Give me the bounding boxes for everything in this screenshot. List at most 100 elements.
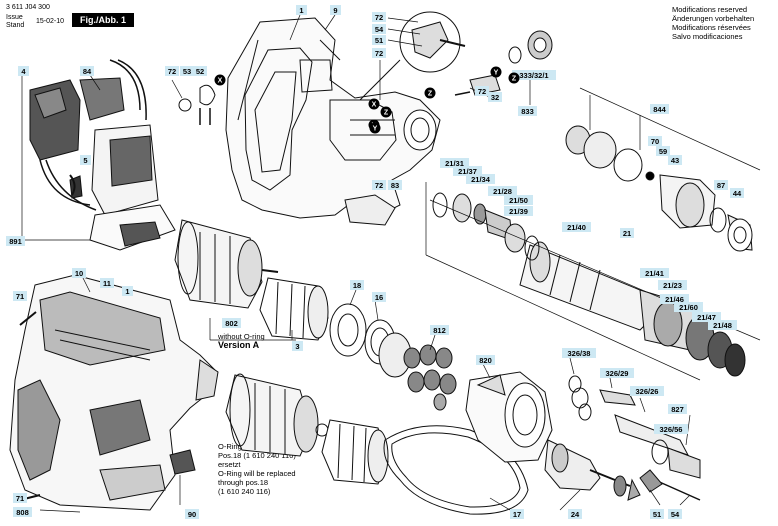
part-callout: 71 [13, 291, 27, 301]
stand-label: Stand [6, 22, 25, 29]
callout-label: 21/39 [509, 207, 528, 216]
callout-box [668, 509, 682, 519]
part-callout: 72 [475, 86, 489, 96]
callout-box [80, 66, 94, 76]
callout-box [13, 493, 27, 503]
part-callout: 1 [122, 286, 133, 296]
connection-marker: Z [508, 72, 520, 84]
callout-label: 84 [83, 67, 92, 76]
part-callout: 59 [656, 146, 670, 156]
tool-holder-parts [565, 125, 753, 252]
callout-box [13, 507, 32, 517]
callout-box [350, 280, 364, 290]
part-callout: 10 [72, 268, 86, 278]
connection-marker: X [368, 98, 380, 110]
callout-label: 44 [733, 189, 742, 198]
callout-box [488, 92, 502, 102]
callout-box [18, 66, 29, 76]
callout-box [650, 509, 664, 519]
callout-label: 54 [671, 510, 680, 519]
callout-label: 802 [225, 319, 238, 328]
issue-label: Issue [6, 14, 23, 21]
connection-marker: Z [424, 87, 436, 99]
callout-label: 72 [375, 181, 383, 190]
part-callout: 17 [510, 509, 524, 519]
part-callout: 844 [650, 104, 669, 114]
callout-box [660, 294, 689, 304]
marker-letter: Z [384, 110, 389, 117]
part-callout: 72 [372, 12, 386, 22]
marker-dot [508, 72, 520, 84]
part-callout: 54 [372, 24, 386, 34]
spindle-part [544, 439, 641, 501]
callout-box [72, 268, 86, 278]
callout-box [654, 424, 688, 434]
callout-label: 53 [183, 67, 191, 76]
callout-label: 72 [375, 49, 383, 58]
part-callout: 90 [185, 509, 199, 519]
callout-box [193, 66, 207, 76]
callout-box [292, 341, 303, 351]
part-callout: 16 [372, 292, 386, 302]
part-callout: 21/46 [660, 294, 689, 304]
gasket-part [383, 425, 529, 515]
callout-label: 333/32/1 [519, 71, 548, 80]
marker-dot [369, 122, 381, 134]
callout-label: 4 [21, 67, 26, 76]
part-callout: 53 [180, 66, 194, 76]
figure-label: Fig./Abb. 1 [72, 13, 134, 27]
part-callout: 54 [668, 509, 682, 519]
part-callout: 802 [222, 318, 241, 328]
part-callout: 326/38 [562, 348, 596, 358]
part-callout: 84 [80, 66, 94, 76]
callout-label: 21 [623, 229, 631, 238]
callout-label: 71 [16, 292, 24, 301]
oring-line: (1 610 240 116) [218, 487, 271, 496]
part-callout: 21/28 [488, 186, 517, 196]
striker-parts [432, 192, 540, 261]
part-callout: 808 [13, 507, 32, 517]
part-callout: 51 [372, 35, 386, 45]
part-callout: 833 [518, 106, 537, 116]
callout-box [730, 188, 744, 198]
callout-box [222, 318, 241, 328]
callout-label: 83 [391, 181, 399, 190]
modifications-note: Modifications reserved Änderungen vorbeh… [672, 5, 754, 41]
part-callout: 827 [668, 404, 687, 414]
part-callout: 3 [292, 341, 303, 351]
callout-label: 9 [333, 6, 337, 15]
callout-label: 812 [433, 326, 446, 335]
callout-box [165, 66, 179, 76]
callout-box [372, 48, 386, 58]
part-callout: 72 [372, 180, 386, 190]
modifications-line: Modifications reserved [672, 5, 748, 14]
callout-label: 72 [168, 67, 176, 76]
part-callout: 11 [100, 278, 114, 288]
part-callout: 83 [388, 180, 402, 190]
part-callout: 71 [13, 493, 27, 503]
callout-box [466, 174, 495, 184]
callout-label: 326/29 [606, 369, 629, 378]
part-callout: 44 [730, 188, 744, 198]
marker-letter: X [372, 102, 377, 109]
callout-label: 21/50 [509, 196, 528, 205]
callout-box [658, 280, 687, 290]
callout-label: 21/23 [663, 281, 682, 290]
part-callout: 21/47 [692, 312, 721, 322]
callout-label: 72 [375, 13, 383, 22]
callout-label: 54 [375, 25, 384, 34]
cage-lower-part [321, 419, 389, 485]
oring-line: Pos.18 (1 610 240 116) [218, 451, 296, 460]
callout-label: 72 [478, 87, 486, 96]
gear-housing-part [465, 371, 553, 463]
callout-label: 51 [653, 510, 661, 519]
callout-box [568, 509, 582, 519]
callout-box [100, 278, 114, 288]
callout-box [562, 348, 596, 358]
part-callout: 72 [372, 48, 386, 58]
part-callout: 4 [18, 66, 29, 76]
version-a-line: without O-ring [218, 332, 265, 341]
marker-letter: Z [428, 91, 433, 98]
callout-box [80, 155, 91, 165]
